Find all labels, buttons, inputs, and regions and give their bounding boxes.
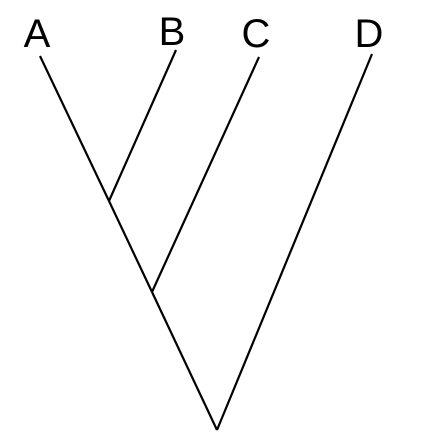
taxon-label-c: C xyxy=(242,12,271,56)
branch-abc-node-to-ab-node xyxy=(108,200,153,293)
branch-ab-node-to-b xyxy=(107,49,178,202)
branch-root-to-d xyxy=(215,53,374,431)
taxon-label-a: A xyxy=(24,12,51,56)
branch-root-to-abc-node xyxy=(151,291,218,431)
taxon-label-b: B xyxy=(159,10,186,54)
branch-ab-node-to-a xyxy=(39,55,110,202)
taxon-label-d: D xyxy=(355,12,384,56)
branch-abc-node-to-c xyxy=(150,56,261,293)
